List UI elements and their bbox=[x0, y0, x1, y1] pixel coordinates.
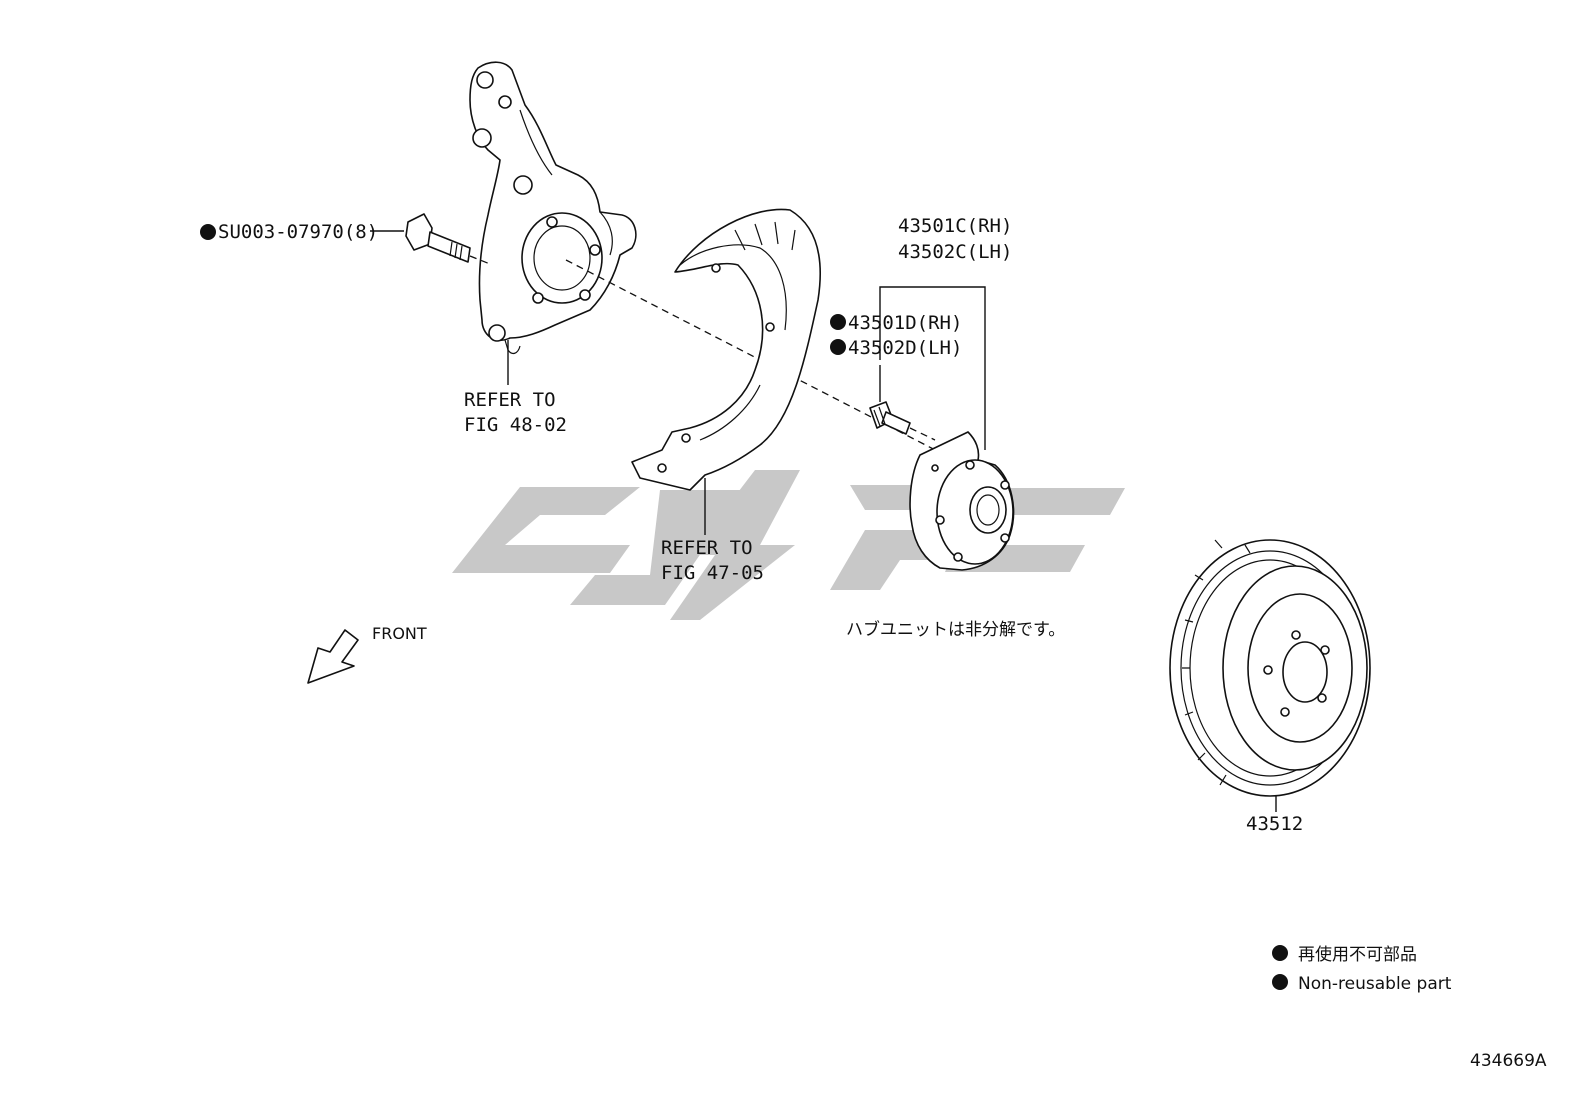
hub-bracket-leader bbox=[879, 286, 986, 450]
nonreusable-stud-lh-bullet bbox=[830, 339, 846, 355]
shield-ref-line1: REFER TO bbox=[661, 537, 753, 559]
legend-bullet-jp bbox=[1272, 945, 1288, 961]
hub-note: ハブユニットは非分解です。 bbox=[846, 619, 1065, 640]
stud-axis bbox=[909, 427, 936, 441]
stud-part-number-rh[interactable]: 43501D(RH) bbox=[848, 312, 962, 334]
legend-bullet-en bbox=[1272, 974, 1288, 990]
knuckle-ref-line1: REFER TO bbox=[464, 389, 556, 411]
hub-stud[interactable] bbox=[869, 401, 911, 435]
rotor-part-number[interactable]: 43512 bbox=[1246, 813, 1303, 835]
dust-shield[interactable] bbox=[631, 208, 821, 491]
bolt-part-number[interactable]: SU003-07970(8) bbox=[218, 221, 378, 243]
hub-part-number-lh[interactable]: 43502C(LH) bbox=[898, 241, 1012, 263]
watermark-logo bbox=[452, 470, 1125, 620]
shield-ref-line2[interactable]: FIG 47-05 bbox=[661, 562, 764, 584]
nonreusable-bolt-bullet bbox=[200, 224, 216, 240]
hub-unit[interactable] bbox=[909, 431, 1015, 571]
legend-text-en: Non-reusable part bbox=[1298, 974, 1452, 994]
knuckle-ref-line2[interactable]: FIG 48-02 bbox=[464, 414, 567, 436]
bolt-part[interactable] bbox=[405, 213, 471, 263]
nonreusable-stud-rh-bullet bbox=[830, 314, 846, 330]
steering-knuckle[interactable] bbox=[469, 61, 637, 355]
front-arrow-icon bbox=[307, 629, 359, 684]
hub-part-number-rh[interactable]: 43501C(RH) bbox=[898, 215, 1012, 237]
diagram-id: 434669A bbox=[1470, 1051, 1547, 1071]
legend: 再使用不可部品 Non-reusable part bbox=[1272, 944, 1452, 994]
front-label: FRONT bbox=[372, 624, 427, 643]
bolt-axis bbox=[469, 255, 491, 265]
legend-text-jp: 再使用不可部品 bbox=[1298, 944, 1417, 965]
stud-part-number-lh[interactable]: 43502D(LH) bbox=[848, 337, 962, 359]
brake-rotor[interactable] bbox=[1169, 539, 1371, 797]
